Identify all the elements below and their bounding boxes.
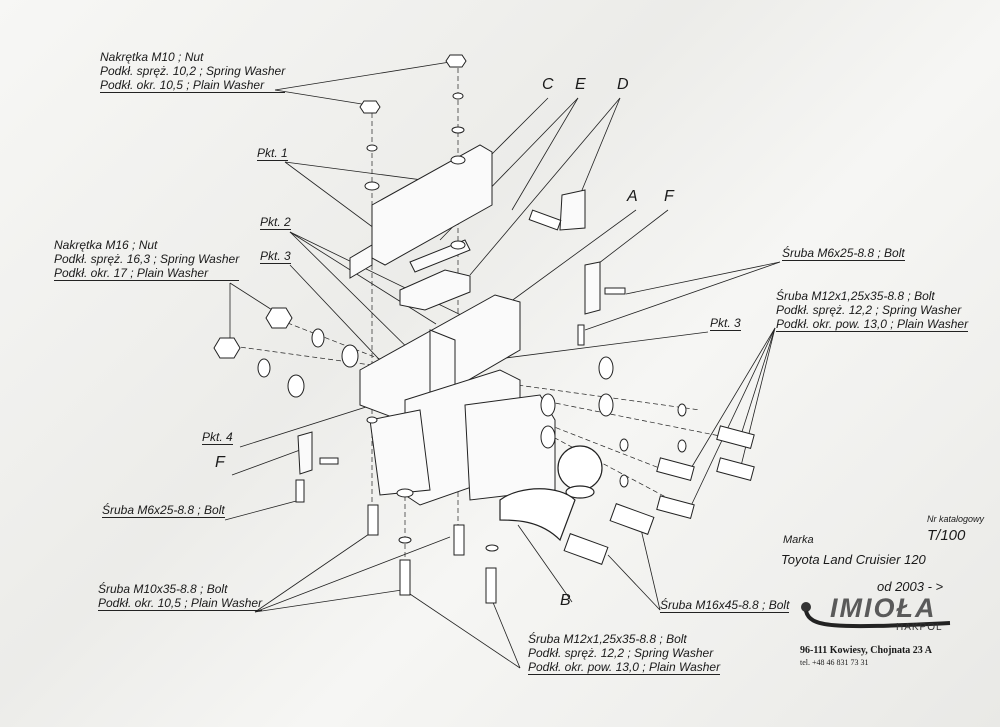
bracket-f-right	[584, 261, 601, 315]
label-bolt-m16: Śruba M16x45-8.8 ; Bolt	[660, 598, 790, 613]
vehicle-model: Toyota Land Cruisier 120	[781, 552, 926, 567]
label-bolt-m12-bottom: Śruba M12x1,25x35-8.8 ; Bolt Podkł. sprę…	[528, 632, 721, 675]
company-logo: IMIOŁA HAKPOL	[800, 593, 960, 637]
catalog-label: Nr katalogowy	[927, 514, 985, 524]
part-label-f-right: F	[664, 188, 674, 205]
bracket-d	[559, 189, 586, 231]
label-bolt-m6-left: Śruba M6x25-8.8 ; Bolt	[102, 503, 225, 518]
leader-lines	[224, 61, 781, 669]
nuts	[213, 54, 467, 359]
label-line: Podkł. okr. 17 ; Plain Washer	[54, 266, 240, 281]
mounting-plate-a	[359, 294, 521, 421]
label-line: Podkł. okr. pow. 13,0 ; Plain Washer	[776, 317, 969, 332]
bracket-f-left	[297, 431, 313, 475]
part-label-e: E	[575, 76, 586, 93]
logo-text: IMIOŁA	[830, 593, 937, 623]
part-label-b: B	[560, 592, 571, 609]
company-address: 96-111 Kowiesy, Chojnata 23 A	[800, 645, 932, 656]
model-year: od 2003 - >	[877, 579, 944, 594]
label-line: Śruba M12x1,25x35-8.8 ; Bolt	[776, 289, 935, 303]
part-label-a: A	[627, 188, 638, 205]
label-line: Nakrętka M10 ; Nut	[100, 50, 204, 64]
part-label-d: D	[617, 76, 629, 93]
tow-ball	[499, 445, 603, 542]
label-nut-m16: Nakrętka M16 ; Nut Podkł. spręż. 16,3 ; …	[54, 238, 240, 281]
part-label-c: C	[542, 76, 554, 93]
catalog-number: T/100	[927, 527, 966, 544]
label-line: Nakrętka M16 ; Nut	[54, 238, 158, 252]
label-pkt2: Pkt. 2	[260, 215, 291, 230]
label-line: Podkł. okr. pow. 13,0 ; Plain Washer	[528, 660, 721, 675]
label-bolt-m12-right: Śruba M12x1,25x35-8.8 ; Bolt Podkł. sprę…	[776, 289, 969, 332]
mounting-plate-c	[349, 144, 493, 279]
label-bolt-m6-right: Śruba M6x25-8.8 ; Bolt	[782, 246, 905, 261]
company-phone: tel. +48 46 831 73 31	[800, 658, 869, 667]
logo-subtitle: HAKPOL	[896, 622, 943, 633]
hitch-swoosh-icon	[801, 602, 951, 629]
brand-label: Marka	[783, 534, 814, 546]
part-label-f-left: F	[215, 454, 225, 471]
label-pkt1: Pkt. 1	[257, 146, 288, 161]
label-line: Podkł. spręż. 10,2 ; Spring Washer	[100, 64, 286, 78]
label-bolt-m10: Śruba M10x35-8.8 ; Bolt Podkł. okr. 10,5…	[98, 582, 263, 611]
label-line: Śruba M10x35-8.8 ; Bolt	[98, 582, 228, 596]
spacer-block	[399, 269, 471, 311]
label-line: Podkł. okr. 10,5 ; Plain Washer	[98, 596, 263, 611]
label-line: Podkł. spręż. 12,2 ; Spring Washer	[776, 303, 962, 317]
crossbar-b	[369, 369, 556, 506]
label-line: Podkł. okr. 10,5 ; Plain Washer	[100, 78, 286, 93]
label-pkt3-right: Pkt. 3	[710, 316, 741, 331]
label-line: Podkł. spręż. 16,3 ; Spring Washer	[54, 252, 240, 266]
label-line: Śruba M12x1,25x35-8.8 ; Bolt	[528, 632, 687, 646]
washers	[257, 92, 687, 552]
label-pkt3: Pkt. 3	[260, 249, 291, 264]
bolts	[295, 209, 755, 604]
label-nut-m10: Nakrętka M10 ; Nut Podkł. spręż. 10,2 ; …	[100, 50, 286, 93]
label-line: Podkł. spręż. 12,2 ; Spring Washer	[528, 646, 714, 660]
label-pkt4: Pkt. 4	[202, 430, 233, 445]
